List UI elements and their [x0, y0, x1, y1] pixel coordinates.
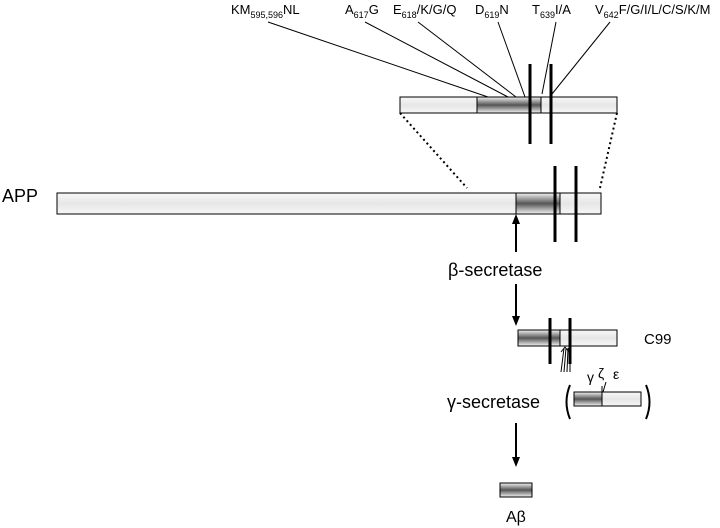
mutation-label-d619n: D619N — [475, 2, 509, 20]
abeta-label: Aβ — [506, 509, 526, 526]
mutation-label-a617g: A617G — [345, 2, 379, 20]
leader-line-km — [267, 21, 489, 98]
app-bar-body — [56, 192, 602, 215]
mutation-label-v642: V642F/G/I/L/C/S/K/M — [595, 2, 710, 20]
c99-abeta-domain — [517, 329, 561, 347]
zeta-site-tick — [602, 381, 607, 393]
leader-line-a617 — [364, 21, 509, 98]
mutation-leader-lines — [267, 21, 611, 98]
leader-line-d619 — [497, 21, 526, 98]
mutation-label-e618: E618/K/G/Q — [393, 2, 456, 20]
right-bracket — [645, 384, 651, 420]
epsilon-site-label: ε — [613, 366, 619, 382]
app-bar: APP — [2, 166, 602, 242]
gamma-cleavage-arrow-2 — [563, 347, 567, 373]
cleavage-site-abeta-domain — [573, 391, 603, 407]
app-label: APP — [2, 186, 38, 206]
gamma-to-abeta-arrowhead — [512, 457, 520, 467]
gamma-secretase-step: γ-secretase γ ζ ε — [447, 365, 651, 467]
gamma-cleavage-arrowheads — [560, 346, 570, 353]
gamma-cleavage-arrow-3 — [566, 347, 569, 373]
gamma-site-label: γ — [587, 369, 594, 385]
abeta-product: Aβ — [499, 482, 533, 526]
zoom-connector-right — [599, 112, 618, 189]
zoomed-bar — [399, 64, 618, 144]
c99-fragment: C99 — [517, 318, 672, 373]
zoom-connector-left — [399, 112, 468, 189]
zoomed-bar-abeta-domain — [476, 96, 542, 114]
leader-line-v642 — [551, 21, 611, 95]
mutation-label-t639: T639I/A — [532, 2, 571, 20]
zeta-site-label: ζ — [598, 365, 604, 381]
beta-to-c99-arrowhead — [512, 316, 520, 326]
mutation-labels: KM595,596NL A617G E618/K/G/Q D619N T639I… — [231, 2, 710, 20]
app-abeta-domain — [515, 192, 561, 215]
mutation-label-km595-596nl: KM595,596NL — [231, 2, 300, 20]
leader-line-t639 — [541, 21, 557, 95]
beta-secretase-label: β-secretase — [448, 260, 542, 280]
c99-label: C99 — [644, 331, 672, 348]
leader-line-e618 — [417, 21, 517, 98]
gamma-secretase-label: γ-secretase — [447, 392, 540, 412]
abeta-bar — [499, 482, 533, 498]
beta-cleavage-arrowhead-up — [512, 214, 520, 224]
gamma-cleavage-arrow-1 — [560, 347, 565, 373]
zoom-connectors — [399, 112, 618, 189]
gamma-cleavage-arrows — [560, 346, 571, 373]
beta-secretase-step: β-secretase — [448, 214, 542, 326]
left-bracket — [565, 384, 571, 420]
